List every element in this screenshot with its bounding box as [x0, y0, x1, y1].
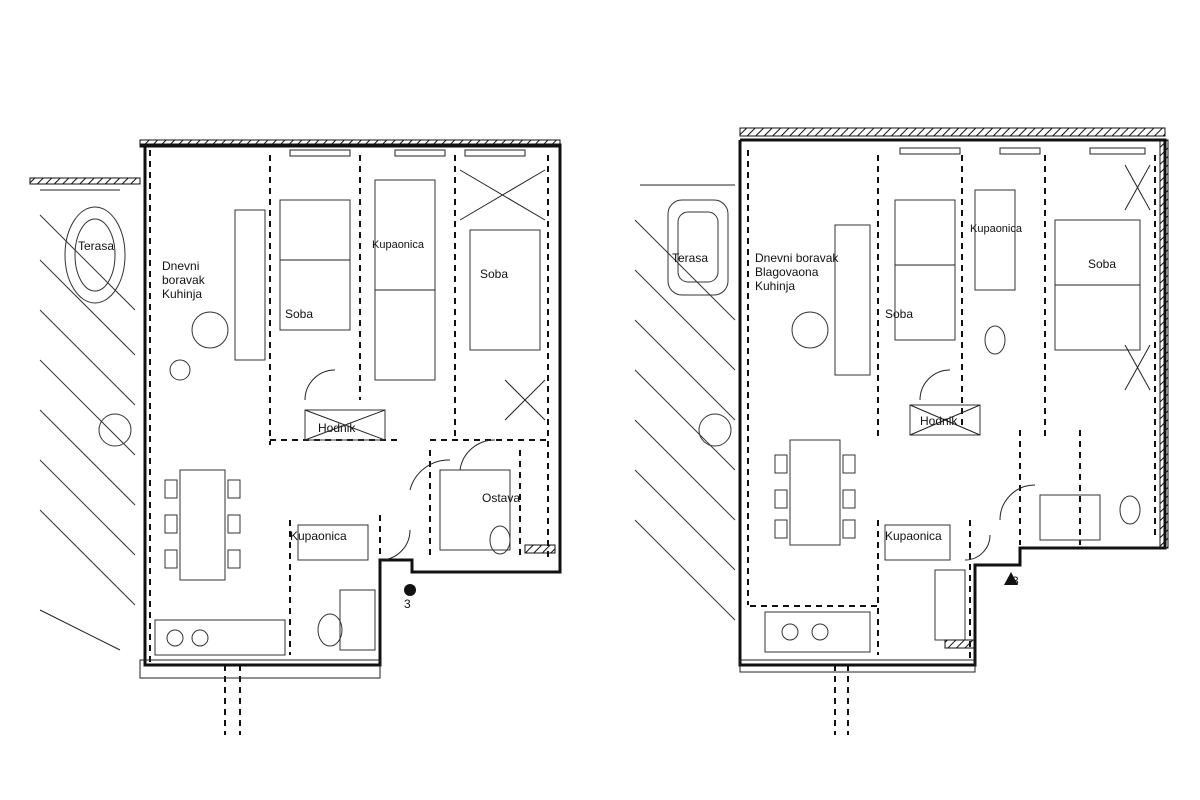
entrance-marker-label: 3: [1012, 574, 1019, 588]
wc-label: Kupaonica: [290, 529, 347, 543]
r-wc-label: Kupaonica: [885, 529, 942, 543]
living-label: Dnevni boravak Kuhinja: [162, 259, 208, 301]
hall-label: Hodnik: [318, 421, 356, 435]
left-unit: 3 Terasa Dnevni boravak Kuhinja Soba Sob…: [29, 139, 562, 735]
room1-label: Soba: [285, 307, 313, 321]
entrance-marker-icon: [404, 584, 416, 596]
r-room2-label: Soba: [1088, 257, 1116, 271]
storage-label: Ostava: [482, 491, 520, 505]
r-room1-label: Soba: [885, 307, 913, 321]
r-hall-label: Hodnik: [920, 414, 958, 428]
r-living-label: Dnevni boravak Blagovaona Kuhinja: [755, 251, 842, 293]
r-terrace-label: Terasa: [672, 251, 708, 265]
entrance-marker-label: 3: [404, 597, 411, 611]
entrance-marker-icon: [1004, 572, 1018, 585]
room2-label: Soba: [480, 267, 508, 281]
bath-label: Kupaonica: [372, 239, 425, 251]
r-bath-label: Kupaonica: [970, 223, 1023, 235]
right-unit: 3 Terasa Dnevni boravak Blagovaona Kuhin…: [634, 127, 1169, 735]
terrace-label: Terasa: [78, 239, 114, 253]
